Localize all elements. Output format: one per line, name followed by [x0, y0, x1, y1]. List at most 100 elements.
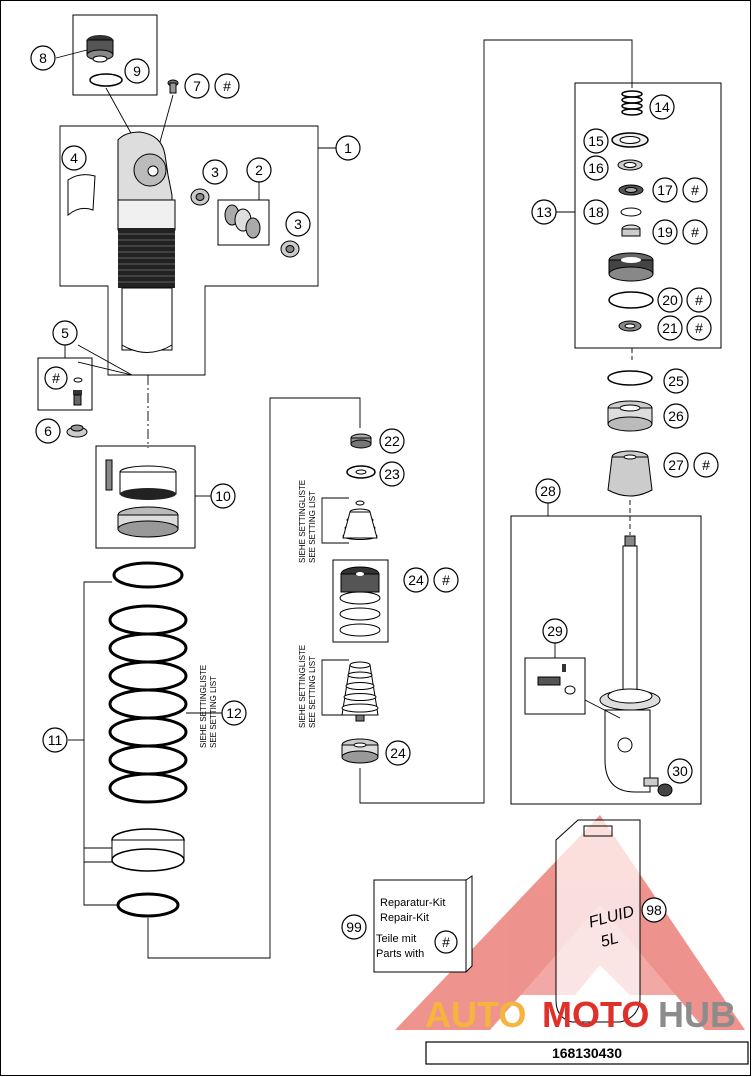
repair-kit-line2: Repair-Kit: [380, 912, 429, 924]
callout-29: 28: [535, 478, 561, 504]
callout-19-hash: #: [682, 219, 708, 245]
svg-text:21: 21: [662, 320, 678, 336]
svg-text:#: #: [702, 457, 710, 473]
callout-1: 1: [335, 135, 361, 161]
svg-text:12: 12: [226, 705, 242, 721]
callout-25: 24: [385, 740, 411, 766]
setting-list-label-lower: SIEHE SETTINGLISTE SEE SETTING LIST: [298, 645, 317, 728]
box-part-13: [574, 82, 722, 349]
setting-list-label-12: SIEHE SETTINGLISTE SEE SETTING LIST: [199, 665, 218, 748]
svg-text:18: 18: [588, 204, 604, 220]
repair-kit-hash: #: [434, 930, 458, 954]
callout-7: 7: [184, 73, 210, 99]
fluid-can: FLUID 5L: [555, 819, 641, 1023]
callout-30: 29: [542, 618, 568, 644]
fluid-volume: 5L: [599, 930, 621, 951]
box-part-10: [95, 445, 196, 549]
bolt-31: [643, 777, 673, 797]
piston-rod-29: [599, 535, 661, 793]
svg-text:16: 16: [588, 160, 604, 176]
svg-text:1: 1: [344, 140, 352, 156]
svg-text:#: #: [691, 224, 699, 240]
oring-20: [608, 291, 654, 309]
callout-6: 6: [35, 418, 61, 444]
watermark-text: AUTO MOTO HUB: [425, 994, 736, 1035]
valve-5: [73, 390, 82, 406]
svg-text:19: 19: [657, 224, 673, 240]
shock-body: [117, 131, 176, 353]
svg-text:9: 9: [133, 63, 141, 79]
repair-kit-line3: Teile mit: [376, 933, 416, 945]
svg-text:15: 15: [588, 133, 604, 149]
screw-7: [167, 79, 179, 94]
shim-stack-lower: [341, 661, 379, 722]
callout-8: 8: [30, 45, 56, 71]
svg-text:27: 27: [668, 457, 684, 473]
seal-21: [618, 320, 642, 332]
repair-kit-box: Reparatur-Kit Repair-Kit Teile mit Parts…: [373, 875, 473, 973]
adjuster-30: [537, 664, 576, 695]
box-part-1: [59, 125, 319, 376]
setting-list-label-upper: SIEHE SETTINGLISTE SEE SETTING LIST: [298, 480, 317, 563]
svg-text:SEE SETTING LIST: SEE SETTING LIST: [209, 676, 218, 748]
box-part-30: [524, 657, 586, 715]
svg-text:6: 6: [44, 423, 52, 439]
callout-4: 4: [61, 145, 87, 171]
svg-text:98: 98: [646, 902, 662, 918]
svg-text:23: 23: [384, 466, 400, 482]
bumper-28: [607, 450, 653, 497]
callout-5-hash: #: [44, 366, 68, 390]
repair-kit-line4: Parts with: [376, 948, 424, 960]
drawing-number: 168130430: [552, 1045, 622, 1061]
callout-5: 5: [52, 320, 78, 346]
callout-13: 13: [531, 199, 557, 225]
bushing-19: [621, 224, 641, 237]
svg-text:#: #: [442, 934, 450, 950]
drawing-number-box: [425, 1041, 749, 1065]
piston-24: [339, 566, 381, 637]
svg-text:14: 14: [654, 99, 670, 115]
svg-text:7: 7: [193, 78, 201, 94]
callout-21: 21: [657, 315, 683, 341]
callout-7-hash: #: [214, 73, 240, 99]
svg-text:24: 24: [408, 572, 424, 588]
svg-text:SIEHE SETTINGLISTE: SIEHE SETTINGLISTE: [298, 645, 307, 728]
callout-14: 14: [649, 94, 675, 120]
callout-31: 30: [667, 758, 693, 784]
box-part-24: [332, 559, 389, 643]
callout-9: 9: [124, 58, 150, 84]
adjuster-cap: [86, 35, 114, 63]
svg-text:5: 5: [61, 325, 69, 341]
callout-28: 27: [663, 452, 689, 478]
callout-23: 23: [379, 461, 405, 487]
ring-18: [620, 207, 642, 217]
adjusting-ring-10: [105, 459, 179, 538]
callout-3b: 3: [285, 211, 311, 237]
seal-head-13: [608, 252, 654, 282]
svg-text:SIEHE SETTINGLISTE: SIEHE SETTINGLISTE: [298, 480, 307, 563]
svg-text:29: 29: [547, 623, 563, 639]
svg-text:28: 28: [540, 483, 556, 499]
callout-22: 22: [379, 428, 405, 454]
callout-24-hash: #: [433, 567, 459, 593]
callout-26: 25: [663, 368, 689, 394]
svg-text:SEE SETTING LIST: SEE SETTING LIST: [308, 656, 317, 728]
svg-text:17: 17: [657, 182, 673, 198]
shim-stack-upper: [342, 500, 378, 540]
svg-text:22: 22: [384, 433, 400, 449]
svg-text:#: #: [695, 320, 703, 336]
callout-20-hash: #: [686, 287, 712, 313]
circlip-26: [607, 370, 653, 386]
callout-2: 2: [246, 157, 272, 183]
callout-18: 18: [583, 199, 609, 225]
callout-27: 26: [663, 403, 689, 429]
svg-text:3: 3: [294, 216, 302, 232]
spring-12: [108, 604, 188, 804]
callout-17: 17: [652, 177, 678, 203]
nut-22: [350, 433, 372, 449]
svg-text:99: 99: [346, 919, 362, 935]
svg-text:4: 4: [70, 150, 78, 166]
sticker-4: [67, 174, 96, 217]
oring-9: [89, 73, 123, 87]
